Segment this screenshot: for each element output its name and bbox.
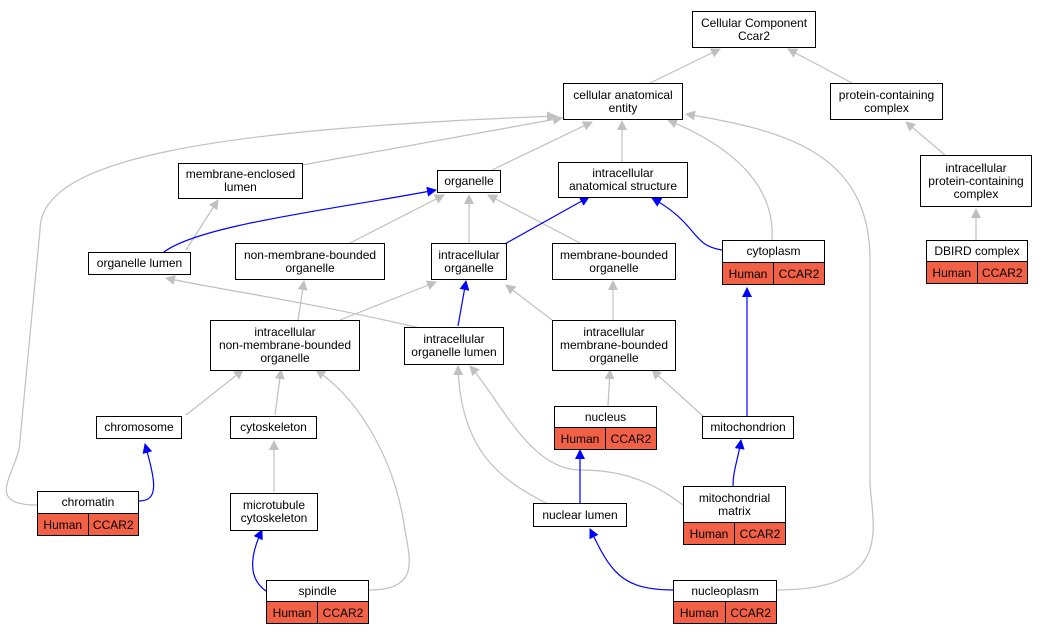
edge-iol-to-ol bbox=[165, 275, 421, 329]
node-cytoskeleton[interactable]: cytoskeleton bbox=[230, 416, 317, 439]
gene-label: CCAR2 bbox=[87, 514, 138, 535]
edge-ol-to-organelle bbox=[163, 186, 437, 253]
node-dbird-complex[interactable]: DBIRD complex bbox=[926, 240, 1028, 262]
edge-inmbo-to-nmbo bbox=[297, 280, 308, 321]
node-intracellular-non-membrane-bounded-organelle[interactable]: intracellular non-membrane-bounded organ… bbox=[210, 320, 360, 371]
gene-label: CCAR2 bbox=[734, 523, 785, 544]
gene-label: CCAR2 bbox=[317, 602, 368, 623]
annotation-chromatin: Human CCAR2 bbox=[37, 514, 139, 536]
edge-chromatin-to-cae bbox=[5, 111, 557, 506]
node-cytoplasm[interactable]: cytoplasm bbox=[722, 240, 825, 263]
node-mitochondrial-matrix[interactable]: mitochondrial matrix bbox=[683, 486, 786, 523]
edge-mbo-to-organelle bbox=[487, 194, 581, 244]
gene-label: CCAR2 bbox=[976, 262, 1027, 283]
edge-mm-to-mitochondrion bbox=[732, 439, 745, 487]
species-label: Human bbox=[927, 262, 977, 283]
edge-iol-to-io bbox=[457, 280, 470, 327]
annotation-nucleoplasm: Human CCAR2 bbox=[673, 602, 777, 624]
node-non-membrane-bounded-organelle[interactable]: non-membrane-bounded organelle bbox=[235, 243, 385, 280]
node-chromosome[interactable]: chromosome bbox=[96, 416, 182, 439]
node-microtubule-cytoskeleton[interactable]: microtubule cytoskeleton bbox=[230, 493, 318, 531]
edge-cytoskeleton-to-inmbo bbox=[274, 369, 285, 416]
edge-imbo-to-io bbox=[505, 284, 553, 321]
gene-label: CCAR2 bbox=[773, 263, 824, 284]
edge-cytoplasm-to-ias bbox=[651, 197, 723, 251]
species-label: Human bbox=[674, 602, 725, 623]
edge-io-to-ias bbox=[502, 196, 590, 246]
node-intracellular-organelle-lumen[interactable]: intracellular organelle lumen bbox=[404, 327, 504, 365]
node-membrane-enclosed-lumen[interactable]: membrane-enclosed lumen bbox=[178, 163, 303, 199]
edge-spindle-to-inmbo bbox=[315, 369, 410, 591]
edge-inmbo-to-io bbox=[339, 280, 437, 321]
edge-nucleoplasm-to-cae bbox=[685, 110, 874, 591]
annotation-dbird-complex: Human CCAR2 bbox=[926, 262, 1028, 284]
annotation-mitochondrial-matrix: Human CCAR2 bbox=[683, 523, 786, 545]
edge-mitochondrion-to-imbo bbox=[651, 369, 705, 418]
node-chromatin[interactable]: chromatin bbox=[37, 491, 139, 514]
annotation-spindle: Human CCAR2 bbox=[266, 602, 369, 624]
node-mitochondrion[interactable]: mitochondrion bbox=[702, 416, 794, 439]
edge-ol-to-mel bbox=[185, 199, 219, 251]
edge-ipcc-to-pcc bbox=[905, 121, 946, 156]
node-spindle[interactable]: spindle bbox=[266, 580, 369, 602]
node-nucleus[interactable]: nucleus bbox=[554, 406, 657, 428]
edge-nl-to-iol bbox=[453, 365, 549, 505]
edge-mm-to-iol bbox=[469, 365, 684, 506]
node-nuclear-lumen[interactable]: nuclear lumen bbox=[533, 503, 627, 527]
edge-mel-to-cae bbox=[301, 114, 563, 166]
edge-nmbo-to-organelle bbox=[349, 194, 445, 244]
node-intracellular-membrane-bounded-organelle[interactable]: intracellular membrane-bounded organelle bbox=[552, 320, 676, 371]
edge-nucleus-to-imbo bbox=[604, 369, 615, 407]
annotation-cytoplasm: Human CCAR2 bbox=[722, 263, 825, 285]
node-cellular-component-ccar2[interactable]: Cellular Component Ccar2 bbox=[692, 11, 816, 48]
edge-pcc-to-cc bbox=[787, 48, 853, 84]
node-intracellular-protein-containing-complex[interactable]: intracellular protein-containing complex bbox=[920, 155, 1032, 207]
edge-cytoplasm-to-cae bbox=[667, 118, 773, 241]
node-membrane-bounded-organelle[interactable]: membrane-bounded organelle bbox=[552, 243, 676, 280]
species-label: Human bbox=[267, 602, 317, 623]
species-label: Human bbox=[555, 428, 605, 449]
node-intracellular-organelle[interactable]: intracellular organelle bbox=[431, 243, 507, 280]
edge-chromosome-to-inmbo bbox=[185, 369, 244, 416]
species-label: Human bbox=[38, 514, 88, 535]
node-cellular-anatomical-entity[interactable]: cellular anatomical entity bbox=[563, 83, 683, 120]
node-organelle-lumen[interactable]: organelle lumen bbox=[88, 252, 191, 275]
edge-nucleoplasm-to-nl bbox=[589, 528, 674, 591]
species-label: Human bbox=[723, 263, 773, 284]
edge-chromatin-to-chromosome bbox=[138, 443, 155, 502]
edge-cae-to-cc bbox=[649, 48, 721, 84]
species-label: Human bbox=[684, 523, 734, 544]
gene-label: CCAR2 bbox=[724, 602, 776, 623]
node-protein-containing-complex[interactable]: protein-containing complex bbox=[830, 83, 943, 120]
edge-spindle-to-mtcs bbox=[252, 529, 267, 592]
node-intracellular-anatomical-structure[interactable]: intracellular anatomical structure bbox=[558, 162, 688, 198]
node-nucleoplasm[interactable]: nucleoplasm bbox=[673, 580, 777, 602]
node-organelle[interactable]: organelle bbox=[437, 170, 501, 193]
gene-label: CCAR2 bbox=[605, 428, 656, 449]
edge-organelle-to-cae bbox=[491, 121, 593, 171]
annotation-nucleus: Human CCAR2 bbox=[554, 428, 657, 450]
